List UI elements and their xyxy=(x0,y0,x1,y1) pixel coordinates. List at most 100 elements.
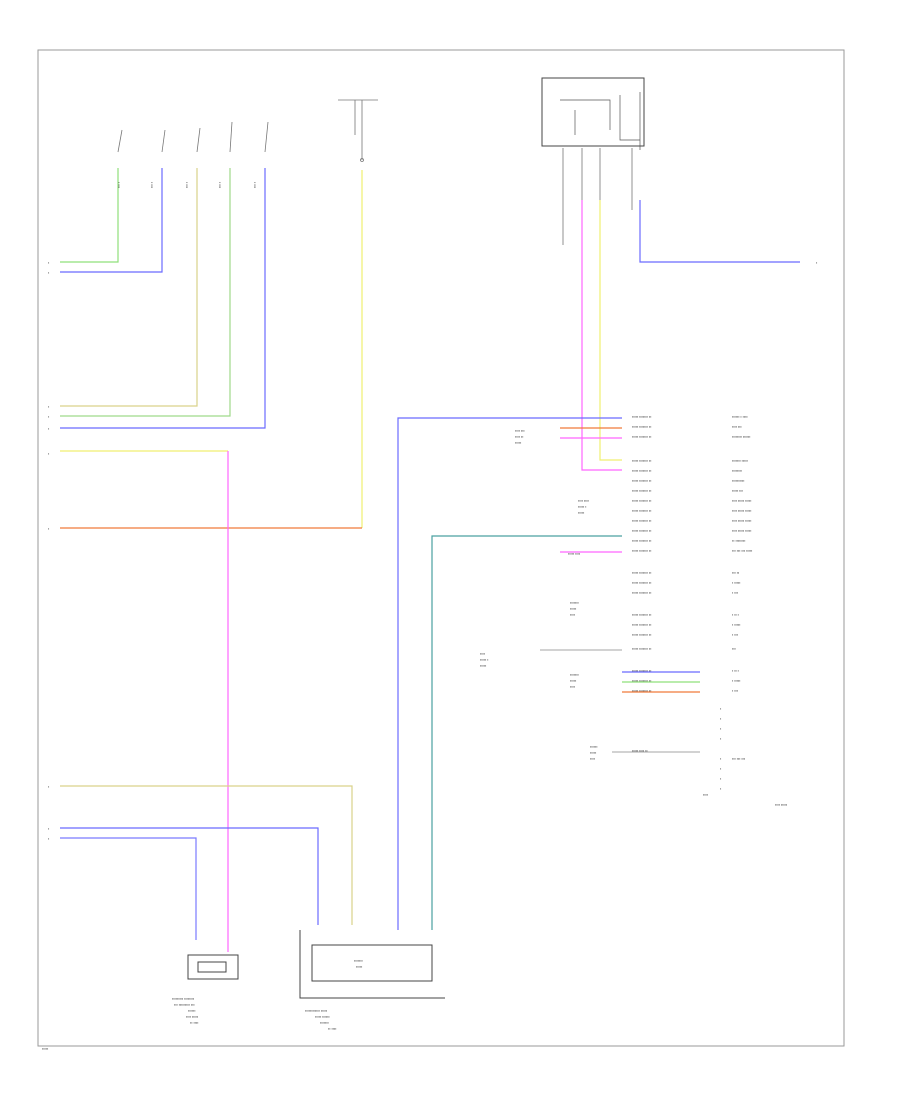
svg-text:▪▪▪▪ ▪▪▪: ▪▪▪▪ ▪▪▪ xyxy=(515,429,525,433)
svg-text:▪▪▪▪ ▪▪▪▪▪ ▪▪▪▪▪: ▪▪▪▪ ▪▪▪▪▪ ▪▪▪▪▪ xyxy=(732,519,751,523)
svg-text:▪▪▪▪: ▪▪▪▪ xyxy=(480,652,485,656)
svg-text:▪▪▪▪▪: ▪▪▪▪▪ xyxy=(570,679,576,683)
svg-text:▪▪▪▪▪: ▪▪▪▪▪ xyxy=(480,664,486,668)
svg-text:▪▪▪▪▪ ▪: ▪▪▪▪▪ ▪ xyxy=(480,658,488,662)
svg-text:▪▪▪▪▪ ▪▪▪▪▪▪▪ ▪▪: ▪▪▪▪▪ ▪▪▪▪▪▪▪ ▪▪ xyxy=(632,679,651,683)
svg-text:▪: ▪ xyxy=(48,527,49,531)
svg-text:▪▪▪▪: ▪▪▪▪ xyxy=(570,685,575,689)
svg-text:▪: ▪ xyxy=(48,827,49,831)
svg-text:▪▪▪ ▪: ▪▪▪ ▪ xyxy=(218,182,222,188)
svg-text:▪▪▪▪▪ ▪▪▪▪▪▪: ▪▪▪▪▪ ▪▪▪▪▪▪ xyxy=(315,1015,330,1019)
svg-text:▪▪▪▪▪ ▪▪▪▪▪▪▪ ▪▪: ▪▪▪▪▪ ▪▪▪▪▪▪▪ ▪▪ xyxy=(632,613,651,617)
svg-text:▪▪▪ ▪▪▪ ▪▪▪: ▪▪▪ ▪▪▪ ▪▪▪ xyxy=(732,757,745,761)
svg-text:▪▪▪▪▪: ▪▪▪▪▪ xyxy=(515,441,521,445)
svg-text:▪▪▪▪▪ ▪▪▪▪▪▪▪ ▪▪: ▪▪▪▪▪ ▪▪▪▪▪▪▪ ▪▪ xyxy=(632,469,651,473)
svg-text:▪▪▪▪ ▪▪: ▪▪▪▪ ▪▪ xyxy=(515,435,523,439)
bottom-center-sensor-bracket xyxy=(299,930,445,999)
right-block-descriptors: ▪▪▪▪▪▪ ▪ ▪▪▪▪ ▪▪▪▪ ▪▪▪ ▪▪▪▪▪▪▪▪ ▪▪▪▪▪▪ ▪… xyxy=(732,415,752,761)
bottom-center-sensor: ▪▪▪▪▪▪▪ ▪▪▪▪▪ ▪▪▪▪▪▪▪▪▪▪▪▪ ▪▪▪▪▪ ▪▪▪▪▪ ▪… xyxy=(299,930,445,1031)
svg-text:▪ ▪▪▪: ▪ ▪▪▪ xyxy=(732,591,738,595)
svg-text:▪▪ ▪▪▪▪: ▪▪ ▪▪▪▪ xyxy=(328,1027,336,1031)
svg-text:▪▪▪▪▪▪▪▪▪▪▪▪ ▪▪▪▪▪: ▪▪▪▪▪▪▪▪▪▪▪▪ ▪▪▪▪▪ xyxy=(305,1009,327,1013)
svg-text:▪▪▪▪▪ ▪▪▪▪▪▪▪ ▪▪: ▪▪▪▪▪ ▪▪▪▪▪▪▪ ▪▪ xyxy=(632,509,651,513)
svg-text:▪▪▪▪▪▪ ▪ ▪▪▪▪: ▪▪▪▪▪▪ ▪ ▪▪▪▪ xyxy=(732,415,748,419)
wire-pink-top-right xyxy=(581,200,622,471)
svg-text:▪▪▪▪▪ ▪▪▪▪▪▪▪ ▪▪: ▪▪▪▪▪ ▪▪▪▪▪▪▪ ▪▪ xyxy=(632,459,651,463)
wire-green-2 xyxy=(60,168,231,417)
svg-text:▪▪▪ ▪: ▪▪▪ ▪ xyxy=(150,182,154,188)
wire-blue-long xyxy=(397,417,622,930)
svg-text:▪ ▪▪▪: ▪ ▪▪▪ xyxy=(732,689,738,693)
right-connector-rows: ▪▪▪▪▪ ▪▪▪▪▪▪▪ ▪▪ ▪▪▪▪▪ ▪▪▪▪▪▪▪ ▪▪ ▪▪▪▪▪ … xyxy=(632,415,651,753)
svg-text:▪▪▪▪▪ ▪▪▪▪ ▪▪: ▪▪▪▪▪ ▪▪▪▪ ▪▪ xyxy=(632,749,648,753)
svg-text:▪: ▪ xyxy=(720,737,721,741)
top-right-module xyxy=(541,77,645,150)
svg-text:▪▪▪▪▪ ▪▪▪▪▪▪▪ ▪▪: ▪▪▪▪▪ ▪▪▪▪▪▪▪ ▪▪ xyxy=(632,633,651,637)
svg-text:▪▪▪▪▪▪: ▪▪▪▪▪▪ xyxy=(188,1009,195,1013)
svg-text:▪▪▪▪▪ ▪▪▪▪▪▪▪ ▪▪: ▪▪▪▪▪ ▪▪▪▪▪▪▪ ▪▪ xyxy=(632,669,651,673)
svg-text:▪: ▪ xyxy=(48,785,49,789)
wire-blue-2 xyxy=(60,168,266,429)
wire-green-1 xyxy=(60,168,119,263)
svg-text:▪: ▪ xyxy=(48,427,49,431)
svg-text:▪▪▪▪ ▪▪▪▪▪ ▪▪▪▪▪: ▪▪▪▪ ▪▪▪▪▪ ▪▪▪▪▪ xyxy=(732,499,751,503)
svg-text:▪▪▪▪▪: ▪▪▪▪▪ xyxy=(356,965,362,969)
bottom-left-component-caption: ▪▪▪▪▪▪▪▪▪ ▪▪▪▪▪▪▪▪ ▪▪▪ ▪▪▪▪▪▪▪▪▪ ▪▪▪ ▪▪▪… xyxy=(172,997,198,1025)
svg-text:▪▪▪ ▪▪▪ ▪▪▪ ▪▪▪▪▪: ▪▪▪ ▪▪▪ ▪▪▪ ▪▪▪▪▪ xyxy=(732,549,752,553)
svg-text:▪▪▪▪ ▪▪▪: ▪▪▪▪ ▪▪▪ xyxy=(732,425,742,429)
top-right-module-box xyxy=(541,77,645,147)
left-edge-pins: ▪▪ ▪▪▪ ▪▪ ▪▪▪ xyxy=(48,261,49,841)
svg-text:▪▪▪▪▪ ▪▪▪▪▪▪▪ ▪▪: ▪▪▪▪▪ ▪▪▪▪▪▪▪ ▪▪ xyxy=(632,539,651,543)
svg-text:▪ ▪▪ ▪: ▪ ▪▪ ▪ xyxy=(732,669,739,673)
svg-text:▪: ▪ xyxy=(720,767,721,771)
bottom-left-component-box xyxy=(187,954,239,980)
svg-text:▪▪▪▪▪ ▪▪▪▪▪▪▪ ▪▪: ▪▪▪▪▪ ▪▪▪▪▪▪▪ ▪▪ xyxy=(632,571,651,575)
right-connector-block: ▪▪▪▪▪ ▪▪▪▪▪▪▪ ▪▪ ▪▪▪▪▪ ▪▪▪▪▪▪▪ ▪▪ ▪▪▪▪▪ … xyxy=(480,415,752,791)
svg-text:▪: ▪ xyxy=(48,271,49,275)
top-left-connector: ▪▪▪ ▪ ▪▪▪ ▪ ▪▪▪ ▪ ▪▪▪ ▪ ▪▪▪ ▪ xyxy=(117,121,269,188)
svg-text:▪▪▪▪ ▪▪▪▪▪ ▪▪▪▪▪: ▪▪▪▪ ▪▪▪▪▪ ▪▪▪▪▪ xyxy=(732,529,751,533)
svg-text:▪▪▪▪▪▪▪▪▪▪: ▪▪▪▪▪▪▪▪▪▪ xyxy=(732,479,744,483)
top-left-wire-tags: ▪▪▪ ▪ ▪▪▪ ▪ ▪▪▪ ▪ ▪▪▪ ▪ ▪▪▪ ▪ xyxy=(117,182,257,188)
svg-text:▪▪ ▪▪▪▪▪▪▪▪: ▪▪ ▪▪▪▪▪▪▪▪ xyxy=(732,539,745,543)
svg-text:▪: ▪ xyxy=(48,837,49,841)
right-block-pin-strip: ▪▪▪ ▪▪▪ ▪▪ xyxy=(720,707,721,791)
svg-text:▪▪▪▪▪ ▪▪▪▪▪▪▪ ▪▪: ▪▪▪▪▪ ▪▪▪▪▪▪▪ ▪▪ xyxy=(632,415,651,419)
right-block-side-notes: ▪▪▪▪ ▪▪▪ ▪▪▪▪ ▪▪ ▪▪▪▪▪ ▪▪▪▪ ▪▪▪▪ ▪▪▪▪▪ ▪… xyxy=(480,429,597,761)
svg-text:▪▪▪▪ ▪▪▪▪: ▪▪▪▪ ▪▪▪▪ xyxy=(578,499,589,503)
svg-text:▪▪▪ ▪▪: ▪▪▪ ▪▪ xyxy=(732,571,739,575)
right-block-wires xyxy=(540,427,700,753)
svg-text:▪: ▪ xyxy=(720,777,721,781)
svg-text:▪: ▪ xyxy=(48,452,49,456)
diagram-frame xyxy=(37,49,845,1047)
svg-text:▪▪▪▪ ▪▪▪▪▪: ▪▪▪▪ ▪▪▪▪▪ xyxy=(775,803,787,807)
wire-blue-1 xyxy=(60,168,163,273)
svg-text:▪▪▪▪▪ ▪: ▪▪▪▪▪ ▪ xyxy=(578,505,586,509)
top-right-module-wire-stubs xyxy=(562,148,633,245)
svg-text:▪▪▪▪▪▪▪: ▪▪▪▪▪▪▪ xyxy=(570,601,579,605)
svg-text:▪▪▪▪▪▪▪: ▪▪▪▪▪▪▪ xyxy=(570,673,579,677)
svg-text:▪ ▪▪▪▪▪: ▪ ▪▪▪▪▪ xyxy=(732,581,740,585)
wire-tan-1 xyxy=(60,168,198,407)
wire-blue-top-right xyxy=(639,200,800,263)
right-edge-pin: ▪ xyxy=(816,261,817,265)
bottom-center-sensor-caption: ▪▪▪▪▪▪▪ ▪▪▪▪▪ ▪▪▪▪▪▪▪▪▪▪▪▪ ▪▪▪▪▪ ▪▪▪▪▪ ▪… xyxy=(305,959,363,1031)
svg-text:▪▪▪ ▪: ▪▪▪ ▪ xyxy=(185,182,189,188)
svg-text:▪▪▪▪: ▪▪▪▪ xyxy=(570,613,575,617)
svg-text:▪▪▪ ▪: ▪▪▪ ▪ xyxy=(117,182,121,188)
svg-text:▪ ▪▪ ▪: ▪ ▪▪ ▪ xyxy=(732,613,739,617)
svg-text:▪▪▪▪▪ ▪▪▪▪▪▪▪ ▪▪: ▪▪▪▪▪ ▪▪▪▪▪▪▪ ▪▪ xyxy=(632,479,651,483)
svg-text:▪▪▪▪▪ ▪▪▪▪▪▪▪ ▪▪: ▪▪▪▪▪ ▪▪▪▪▪▪▪ ▪▪ xyxy=(632,529,651,533)
svg-text:▪▪▪▪▪ ▪▪▪▪▪▪▪ ▪▪: ▪▪▪▪▪ ▪▪▪▪▪▪▪ ▪▪ xyxy=(632,519,651,523)
svg-text:▪▪▪▪▪▪▪▪ ▪▪▪▪▪▪: ▪▪▪▪▪▪▪▪ ▪▪▪▪▪▪ xyxy=(732,435,750,439)
svg-text:▪: ▪ xyxy=(48,405,49,409)
svg-text:▪▪▪▪▪ ▪▪▪▪▪▪▪ ▪▪: ▪▪▪▪▪ ▪▪▪▪▪▪▪ ▪▪ xyxy=(632,689,651,693)
svg-text:▪: ▪ xyxy=(48,415,49,419)
svg-text:▪▪▪▪▪▪▪▪▪ ▪▪▪▪▪▪▪▪: ▪▪▪▪▪▪▪▪▪ ▪▪▪▪▪▪▪▪ xyxy=(172,997,194,1001)
wire-blue-bottom-2 xyxy=(60,837,197,940)
svg-text:▪▪▪▪▪ ▪▪▪▪: ▪▪▪▪▪ ▪▪▪▪ xyxy=(568,552,580,556)
svg-text:▪▪▪▪▪: ▪▪▪▪▪ xyxy=(42,1047,48,1051)
svg-text:▪▪▪▪▪: ▪▪▪▪▪ xyxy=(570,607,576,611)
top-middle-connector xyxy=(338,99,378,162)
svg-text:▪▪▪▪ ▪▪▪▪▪ ▪▪▪▪▪: ▪▪▪▪ ▪▪▪▪▪ ▪▪▪▪▪ xyxy=(732,509,751,513)
